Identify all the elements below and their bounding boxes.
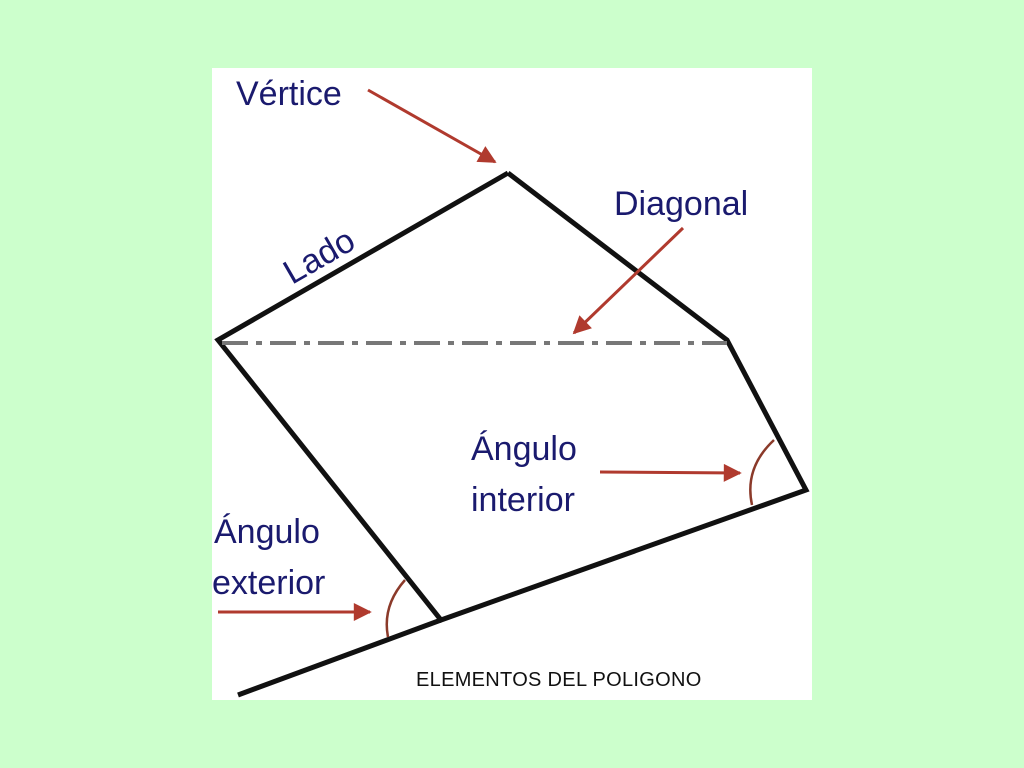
interior-angle-label-line1: Ángulo bbox=[471, 430, 577, 468]
vertex-arrow bbox=[367, 88, 497, 164]
side-extension bbox=[237, 617, 442, 698]
interior-angle-arrow bbox=[599, 463, 742, 482]
exterior-angle-label-line1: Ángulo bbox=[214, 513, 320, 551]
interior-angle-label-line2: interior bbox=[471, 481, 575, 519]
diagonal-arrow bbox=[572, 226, 685, 335]
diagonal-label: Diagonal bbox=[614, 185, 748, 223]
vertex-label: Vértice bbox=[236, 75, 342, 113]
diagram-caption: ELEMENTOS DEL POLIGONO bbox=[416, 669, 702, 691]
interior-angle-arc bbox=[749, 439, 775, 506]
exterior-angle-label-line2: exterior bbox=[212, 564, 325, 602]
polygon-outline bbox=[214, 170, 810, 623]
exterior-angle-arc bbox=[385, 579, 406, 638]
